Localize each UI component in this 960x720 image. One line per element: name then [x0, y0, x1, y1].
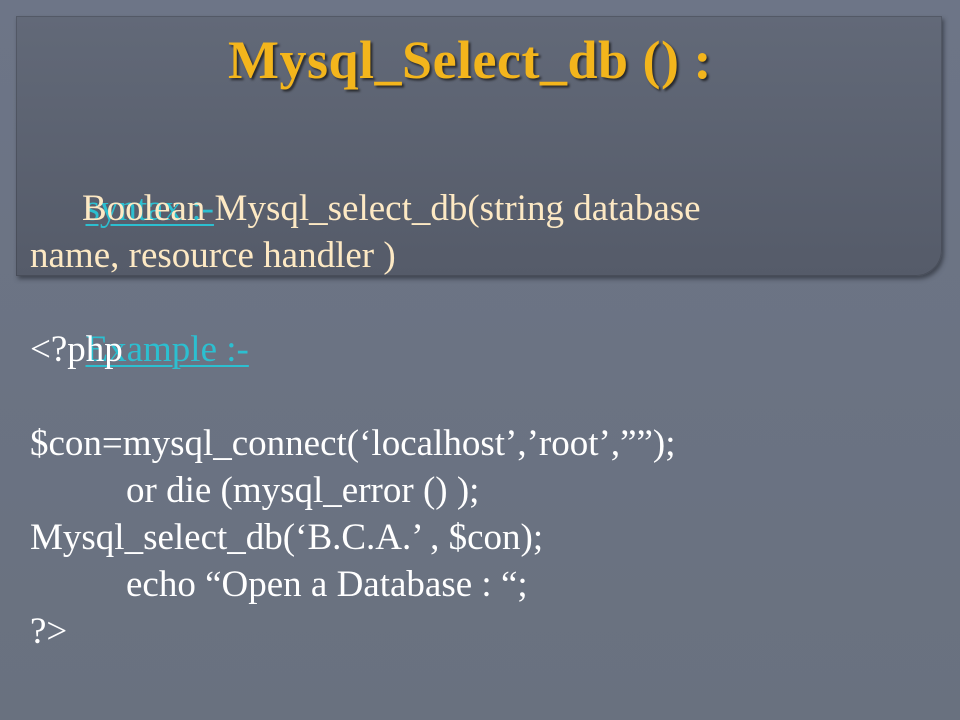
title-panel — [16, 16, 942, 276]
code-line-6: ?> — [30, 611, 68, 652]
code-line-4: Mysql_select_db(‘B.C.A.’ , $con); — [30, 517, 544, 558]
syntax-link[interactable]: syntax :- — [85, 188, 214, 229]
example-row: Example :- — [30, 279, 940, 370]
code-line-1: <?php — [30, 329, 123, 370]
code-blank-line — [30, 373, 940, 420]
code-line-3: or die (mysql_error () ); — [126, 470, 480, 511]
code-line-2: $con=mysql_connect(‘localhost’,’root’,””… — [30, 423, 676, 464]
slide-title: Mysql_Select_db () : — [228, 30, 712, 90]
code-line-5: echo “Open a Database : “; — [126, 564, 528, 605]
syntax-line-1: Boolean Mysql_select_db(string database — [82, 188, 701, 229]
example-link[interactable]: Example :- — [85, 329, 249, 370]
syntax-line-2: name, resource handler ) — [30, 235, 396, 276]
slide-content: syntax :- Boolean Mysql_select_db(string… — [30, 138, 940, 655]
syntax-row: syntax :- — [30, 138, 940, 229]
